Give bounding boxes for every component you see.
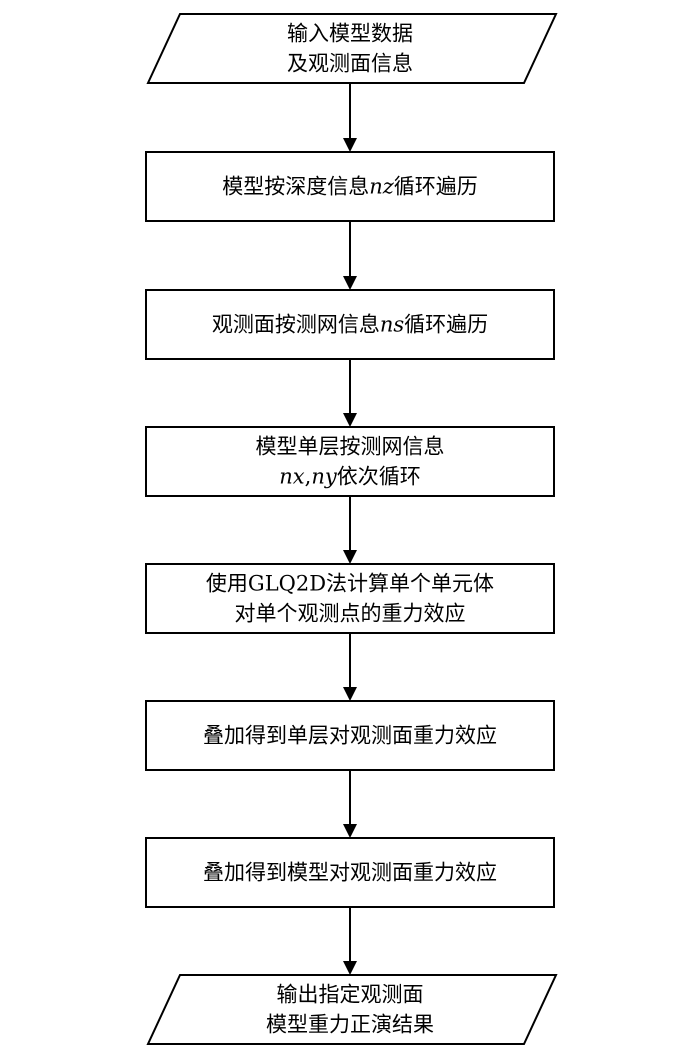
node-input-label-line: 及观测面信息 [287,52,413,76]
node-loop-ns-box [145,289,555,360]
node-loop-nz-label-segment: 循环遍历 [394,175,478,199]
node-loop-nxny-label-segment: ny [311,465,338,489]
node-output-label-segment: 输出指定观测面 [277,983,424,1007]
node-loop-ns: 观测面按测网信息ns循环遍历 [145,289,555,360]
arrow-loop-ns-to-loop-nxny [343,359,357,427]
arrow-glq2d-to-sum-layer [343,633,357,701]
node-glq2d-box [145,563,555,634]
arrow-head [343,824,357,838]
node-glq2d-label-segment: 使用GLQ2D法计算单个单元体 [206,572,494,596]
node-loop-nxny-box [145,426,555,497]
arrow-head [343,138,357,152]
node-glq2d-label-line: 对单个观测点的重力效应 [235,602,466,626]
node-loop-nxny-label-line: nx,ny依次循环 [279,465,420,489]
node-glq2d-label-line: 使用GLQ2D法计算单个单元体 [206,572,494,596]
arrow-head [343,276,357,290]
node-sum-model: 叠加得到模型对观测面重力效应 [145,837,555,908]
node-input-parallelogram [146,13,558,84]
node-output-label-line: 模型重力正演结果 [266,1013,434,1037]
node-sum-layer-label-line: 叠加得到单层对观测面重力效应 [203,724,497,748]
node-output-label-line: 输出指定观测面 [277,983,424,1007]
node-loop-ns-label-segment: 循环遍历 [404,313,488,337]
node-output-parallelogram [146,974,558,1045]
node-loop-nxny: 模型单层按测网信息 nx,ny依次循环 [145,426,555,497]
node-input-label-segment: 及观测面信息 [287,52,413,76]
node-sum-layer-box [145,700,555,771]
node-loop-nxny-label-segment: 依次循环 [337,465,421,489]
node-loop-nxny-label-line: 模型单层按测网信息 [256,435,445,459]
node-input-label-line: 输入模型数据 [287,22,413,46]
arrow-sum-model-to-output [343,907,357,975]
node-loop-nz: 模型按深度信息nz循环遍历 [145,151,555,222]
arrow-input-to-loop-nz [343,83,357,152]
arrow-head [343,961,357,975]
arrow-loop-nz-to-loop-ns [343,221,357,290]
arrow-head [343,687,357,701]
node-loop-nxny-label-segment: 模型单层按测网信息 [256,435,445,459]
node-loop-nz-label-segment: 模型按深度信息 [222,175,369,199]
node-loop-nxny-label-segment: , [305,465,312,489]
node-output-label-segment: 模型重力正演结果 [266,1013,434,1037]
nodes-layer: 输入模型数据及观测面信息模型按深度信息nz循环遍历观测面按测网信息ns循环遍历模… [145,13,558,1045]
node-loop-nz-box [145,151,555,222]
node-sum-model-label-line: 叠加得到模型对观测面重力效应 [203,861,497,885]
node-loop-ns-label-segment: 观测面按测网信息 [212,313,380,337]
arrow-head [343,413,357,427]
node-loop-ns-label-line: 观测面按测网信息ns循环遍历 [212,313,488,337]
node-sum-model-box [145,837,555,908]
node-sum-model-label-segment: 叠加得到模型对观测面重力效应 [203,861,497,885]
node-loop-ns-label-segment: ns [380,313,405,337]
arrow-loop-nxny-to-glq2d [343,496,357,564]
arrow-head [343,550,357,564]
edges-layer [343,83,357,975]
arrow-sum-layer-to-sum-model [343,770,357,838]
node-loop-nz-label-line: 模型按深度信息nz循环遍历 [222,175,478,199]
node-sum-layer-label-segment: 叠加得到单层对观测面重力效应 [203,724,497,748]
node-loop-nz-label-segment: nz [369,175,395,199]
node-input-label-segment: 输入模型数据 [287,22,413,46]
node-sum-layer: 叠加得到单层对观测面重力效应 [145,700,555,771]
node-glq2d-label-segment: 对单个观测点的重力效应 [235,602,466,626]
node-loop-nxny-label-segment: nx [279,465,305,489]
